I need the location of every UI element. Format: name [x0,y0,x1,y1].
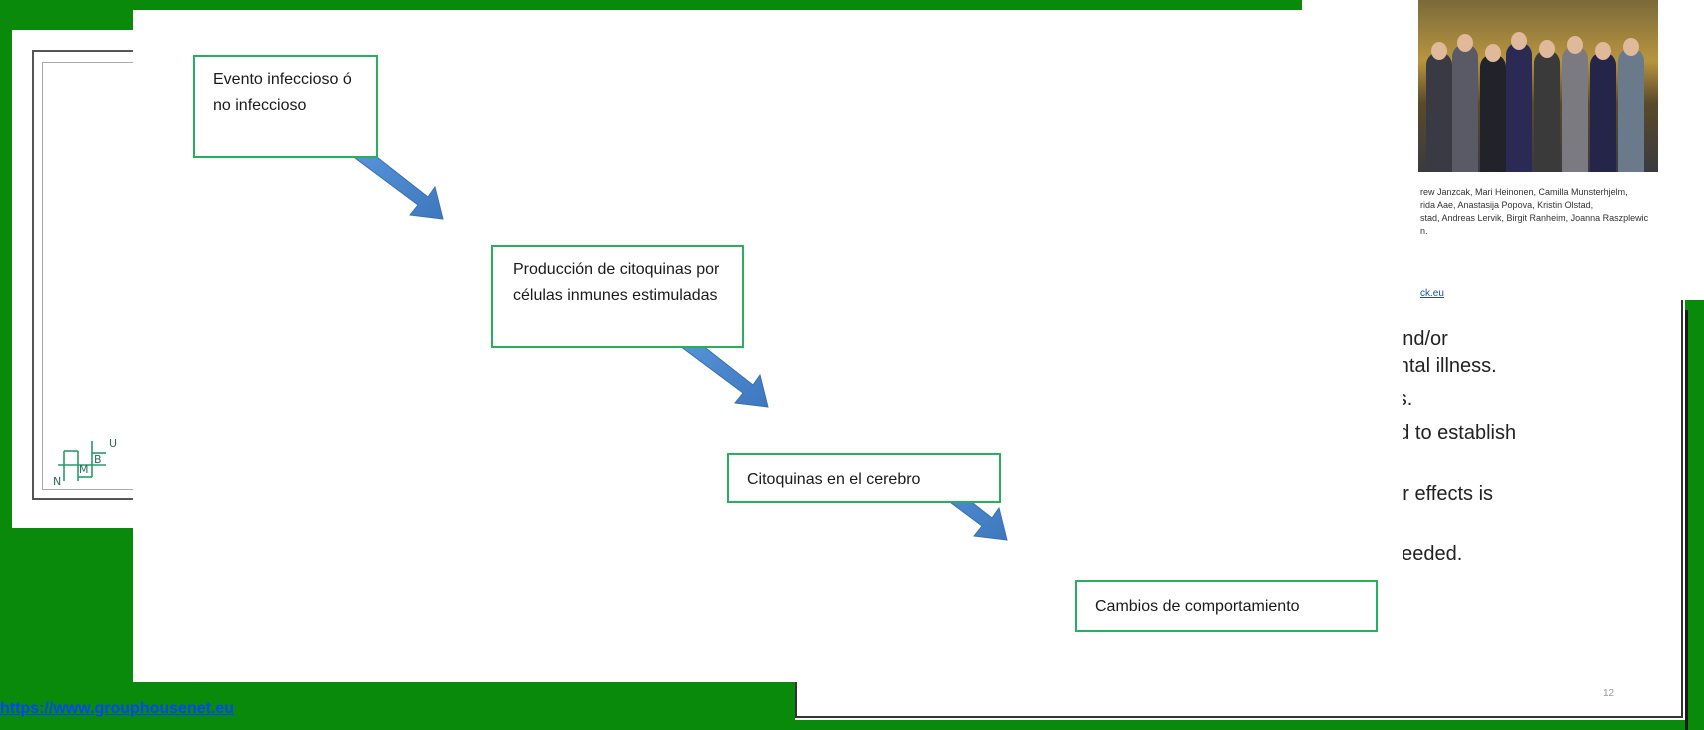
background-text-line: ɪsed to establish [1370,422,1517,444]
main-slide: Evento infeccioso ó no infeccioso Produc… [133,10,1403,682]
slide-frame-inner [42,62,212,490]
photo-caption-link[interactable]: ck.eu [1420,288,1444,299]
photo-caption-line: rida Aae, Anastasija Popova, Kristin Ols… [1420,200,1594,210]
flow-step-cytokines-brain: Citoquinas en el cerebro [727,453,1001,503]
photo-caption-line: n. [1420,226,1428,236]
nmbu-logo: N M B U [53,437,117,488]
slide-frame [32,50,212,500]
logo-letter-b: B [94,453,102,466]
photo-caption-line: stad, Andreas Lervik, Birgit Ranheim, Jo… [1420,213,1649,223]
photo-caption-line: rew Janzcak, Mari Heinonen, Camilla Muns… [1420,187,1628,197]
slide-number: 12 [1603,688,1615,699]
right-edge-strip [1685,310,1704,730]
footer-link[interactable]: https://www.grouphousenet.eu [0,700,235,717]
group-photo [1418,0,1658,172]
logo-letter-n: N [53,475,61,488]
flow-step-cytokine-production: Producción de citoquinas por células inm… [491,245,744,348]
flow-step-infectious-event: Evento infeccioso ó no infeccioso [193,55,378,158]
logo-letter-m: M [79,463,89,476]
flow-step-behavior-change: Cambios de comportamiento [1075,580,1378,632]
logo-letter-u: U [109,437,117,450]
